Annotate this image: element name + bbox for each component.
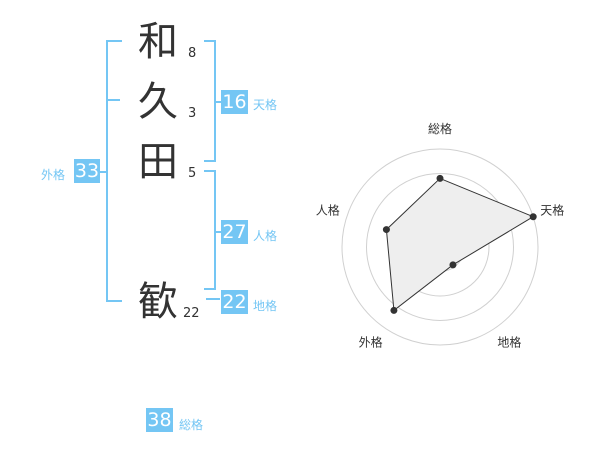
name-char-1: 和 [138, 19, 178, 65]
jinkaku-bracket [204, 170, 216, 290]
radar-axis-label: 地格 [497, 334, 521, 349]
tenkaku-label: 天格 [253, 98, 278, 112]
radar-point [449, 261, 457, 269]
gaikaku-bracket [106, 40, 122, 302]
jinkaku-value-box: 27 [221, 220, 248, 244]
name-char-3: 田 [138, 139, 178, 185]
stroke-count-2: 3 [188, 106, 197, 121]
radar-points [382, 174, 537, 314]
jinkaku-label: 人格 [253, 229, 278, 243]
radar-point [436, 174, 444, 182]
gaikaku-label: 外格 [41, 168, 66, 182]
radar-axis-label: 天格 [540, 203, 564, 218]
jinkaku-connector [215, 231, 221, 233]
radar-point [382, 226, 390, 234]
radar-point [529, 213, 537, 221]
soukaku-label: 総格 [179, 418, 204, 432]
gaikaku-value-box: 33 [74, 159, 100, 183]
chikaku-value-box: 22 [221, 290, 248, 314]
radar-axis-label: 人格 [316, 203, 340, 218]
name-char-2: 久 [138, 79, 178, 125]
chikaku-label: 地格 [253, 299, 278, 313]
tenkaku-connector [215, 101, 221, 103]
name-char-4: 歓 [138, 279, 178, 325]
radar-point [390, 306, 398, 314]
radar-ring [366, 173, 514, 321]
stroke-count-1: 8 [188, 46, 197, 61]
radar-axis-label: 総格 [428, 121, 452, 136]
radar-axis-label: 外格 [359, 334, 383, 349]
chikaku-connector [206, 298, 220, 300]
radar-ring [341, 148, 539, 346]
soukaku-value-box: 38 [146, 408, 173, 432]
gaikaku-bracket-tick [106, 99, 120, 101]
stroke-count-4: 22 [183, 306, 200, 321]
radar-area [385, 177, 535, 312]
tenkaku-value-box: 16 [221, 90, 248, 114]
gaikaku-connector [100, 171, 107, 173]
stroke-count-3: 5 [188, 166, 197, 181]
